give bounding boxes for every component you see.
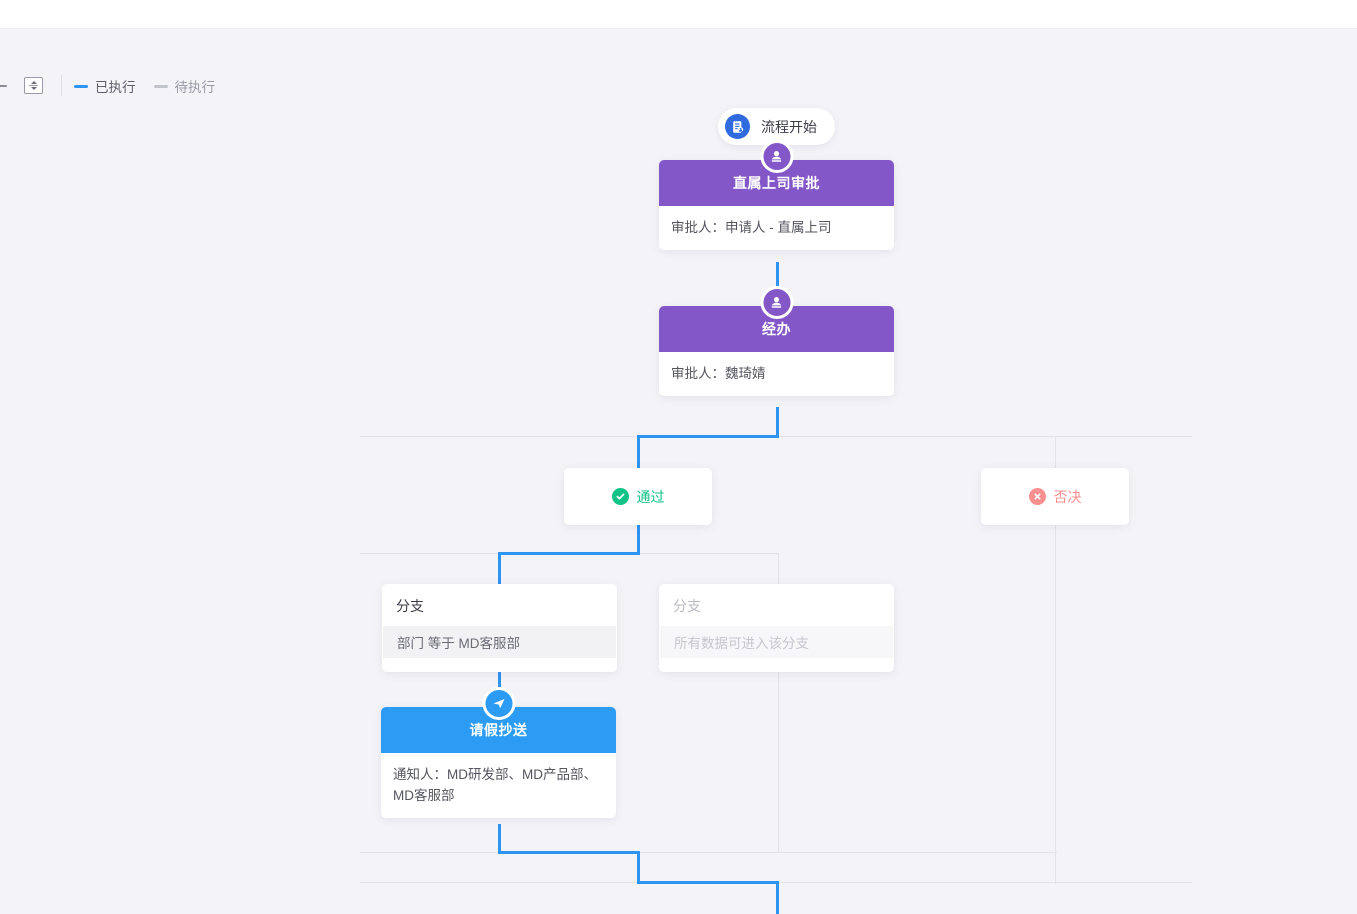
node-branch-default-condition: 所有数据可进入该分支 <box>660 626 893 658</box>
merge-bar-a-active <box>498 851 640 854</box>
node-result-pass[interactable]: 通过 <box>564 468 712 525</box>
node-supervisor-approval[interactable]: 直属上司审批 审批人：申请人 - 直属上司 <box>659 140 894 250</box>
connector-branch2-down <box>778 655 779 852</box>
node-process-start[interactable]: 流程开始 <box>718 108 835 145</box>
approver-stamp-icon <box>760 140 793 173</box>
toolbar-separator <box>61 75 62 96</box>
flow-legend: 已执行 待执行 <box>74 76 215 96</box>
split-bar-2-active <box>498 552 640 555</box>
legend-label-pending: 待执行 <box>174 80 216 95</box>
caret-up-icon <box>30 81 37 84</box>
connector-pass-to-split2 <box>637 524 640 553</box>
node-branch-department-condition: 部门 等于 MD客服部 <box>383 626 616 658</box>
node-leave-cc-body: 通知人：MD研发部、MD产品部、MD客服部 <box>393 767 597 803</box>
flow-canvas[interactable]: 流程开始 直属上司审批 审批人：申请人 - 直属上司 经办 审批人：魏琦婧 <box>0 29 1357 914</box>
node-result-pass-label: 通过 <box>636 488 665 505</box>
split-bar-1-active <box>637 435 779 438</box>
merge-bar-b-active <box>637 881 779 884</box>
node-branch-department[interactable]: 分支 部门 等于 MD客服部 <box>382 584 617 672</box>
approver-stamp-icon <box>760 286 793 319</box>
minus-icon <box>0 85 7 87</box>
form-document-icon <box>725 114 750 139</box>
node-process-start-label: 流程开始 <box>761 118 817 135</box>
connector-cc-to-merge <box>498 824 501 852</box>
node-handler-approval[interactable]: 经办 审批人：魏琦婧 <box>659 286 894 396</box>
node-branch-default[interactable]: 分支 所有数据可进入该分支 <box>659 584 894 672</box>
connector-split2-to-branch1 <box>498 552 501 584</box>
connector-branch1-to-cc <box>498 655 501 707</box>
close-circle-icon <box>1028 488 1046 505</box>
connector-split1-to-reject <box>1055 436 1056 497</box>
divider-line <box>29 85 38 86</box>
app-header-bar <box>0 0 1357 29</box>
connector-split1-to-pass <box>637 435 640 497</box>
connector-merge-b-to-next <box>776 881 779 914</box>
node-leave-cc-title: 请假抄送 <box>381 707 616 753</box>
legend-item-executed: 已执行 <box>74 76 136 96</box>
connector-merge-a-down <box>637 851 640 882</box>
legend-item-pending: 待执行 <box>153 76 216 96</box>
zoom-out-icon[interactable] <box>0 79 10 93</box>
legend-swatch-executed <box>74 84 88 88</box>
check-circle-icon <box>611 488 629 505</box>
send-paper-plane-icon <box>482 687 515 720</box>
fit-to-screen-icon[interactable] <box>24 77 43 94</box>
connector-reject-down <box>1055 524 1056 884</box>
flow-toolbar: 已执行 待执行 <box>0 29 1357 96</box>
connector-approval2-to-split1 <box>776 407 779 435</box>
node-result-reject[interactable]: 否决 <box>981 468 1129 525</box>
node-handler-approval-body: 审批人：魏琦婧 <box>671 366 766 381</box>
node-result-reject-label: 否决 <box>1053 488 1082 505</box>
node-leave-cc[interactable]: 请假抄送 通知人：MD研发部、MD产品部、MD客服部 <box>381 687 616 818</box>
connector-split2-to-branch2 <box>778 553 779 584</box>
node-supervisor-approval-body: 审批人：申请人 - 直属上司 <box>671 220 832 235</box>
node-branch-default-title: 分支 <box>673 598 701 614</box>
node-branch-department-title: 分支 <box>396 598 424 614</box>
merge-bar-a-gray <box>360 852 1057 853</box>
legend-swatch-pending <box>153 84 168 88</box>
caret-down-icon <box>30 87 37 90</box>
legend-label-executed: 已执行 <box>95 80 136 95</box>
